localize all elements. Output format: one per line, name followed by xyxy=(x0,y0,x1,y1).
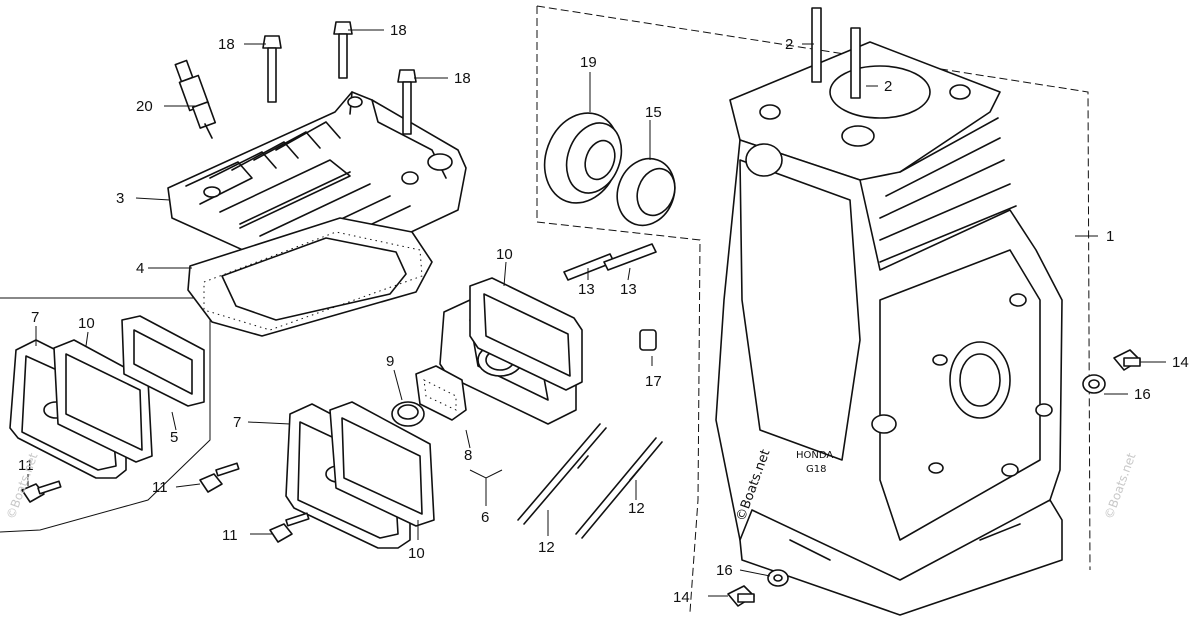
callout-7: 7 xyxy=(31,309,39,326)
intake-screen-part xyxy=(415,365,467,421)
callout-16-second: 16 xyxy=(1134,386,1151,403)
breather-plate-part xyxy=(121,315,205,407)
callout-11-second: 11 xyxy=(152,479,168,496)
callout-12: 12 xyxy=(538,539,555,556)
callout-10: 10 xyxy=(78,315,95,332)
callout-18: 18 xyxy=(218,36,235,53)
callout-14-second: 14 xyxy=(673,589,690,606)
callout-5: 5 xyxy=(170,429,178,446)
drain-bolt-part xyxy=(727,349,1141,607)
callout-6: 6 xyxy=(481,509,489,526)
callout-11-third: 11 xyxy=(222,527,238,544)
casting-mark-text: HONDA xyxy=(796,450,833,461)
callout-10-second: 10 xyxy=(496,246,513,263)
sealing-washer-part xyxy=(767,374,1106,587)
collar-part xyxy=(391,401,425,427)
callout-12-second: 12 xyxy=(628,500,645,517)
callout-15: 15 xyxy=(645,104,662,121)
valve-cover-group-boundary xyxy=(0,297,211,533)
casting-mark-text-2: G18 xyxy=(806,464,826,475)
callout-4: 4 xyxy=(136,260,144,277)
callout-labels: 1 2 2 3 4 5 6 7 7 8 9 10 10 10 11 11 11 … xyxy=(18,22,1189,606)
callout-9: 9 xyxy=(386,353,394,370)
stud-long-part-2 xyxy=(575,437,663,539)
callout-18-second: 18 xyxy=(390,22,407,39)
watermark-text-right: ©Boats.net xyxy=(1102,451,1139,521)
callout-3: 3 xyxy=(116,190,124,207)
crankcase-cylinder-block-part xyxy=(715,41,1063,616)
insulator-gasket-part xyxy=(469,277,583,391)
callout-2-second: 2 xyxy=(884,78,892,95)
callout-8: 8 xyxy=(464,447,472,464)
callout-10-third: 10 xyxy=(408,545,425,562)
head-bolt-part xyxy=(262,21,417,135)
cover-bolt-part xyxy=(21,462,310,543)
oil-seal-part xyxy=(616,157,676,227)
ball-bearing-part xyxy=(543,112,623,204)
callout-14: 14 xyxy=(1172,354,1189,371)
leader-lines xyxy=(27,29,1166,597)
crankcase-group-boundary xyxy=(536,5,1091,613)
stud-short-part xyxy=(563,243,657,281)
cylinder-stud-part xyxy=(811,7,861,99)
callout-20: 20 xyxy=(136,98,153,115)
callout-7-second: 7 xyxy=(233,414,241,431)
callout-16: 16 xyxy=(716,562,733,579)
callout-13-second: 13 xyxy=(620,281,637,298)
callout-18-third: 18 xyxy=(454,70,471,87)
callout-11: 11 xyxy=(18,457,34,474)
valve-cover-gasket-center-part xyxy=(329,401,435,527)
head-gasket-part xyxy=(187,217,433,337)
callout-1: 1 xyxy=(1106,228,1114,245)
dowel-pin-part xyxy=(639,329,657,351)
callout-2: 2 xyxy=(785,36,793,53)
callout-19: 19 xyxy=(580,54,597,71)
stud-long-part xyxy=(517,423,607,525)
callout-17: 17 xyxy=(645,373,662,390)
callout-13: 13 xyxy=(578,281,595,298)
spark-plug-part xyxy=(174,59,217,139)
